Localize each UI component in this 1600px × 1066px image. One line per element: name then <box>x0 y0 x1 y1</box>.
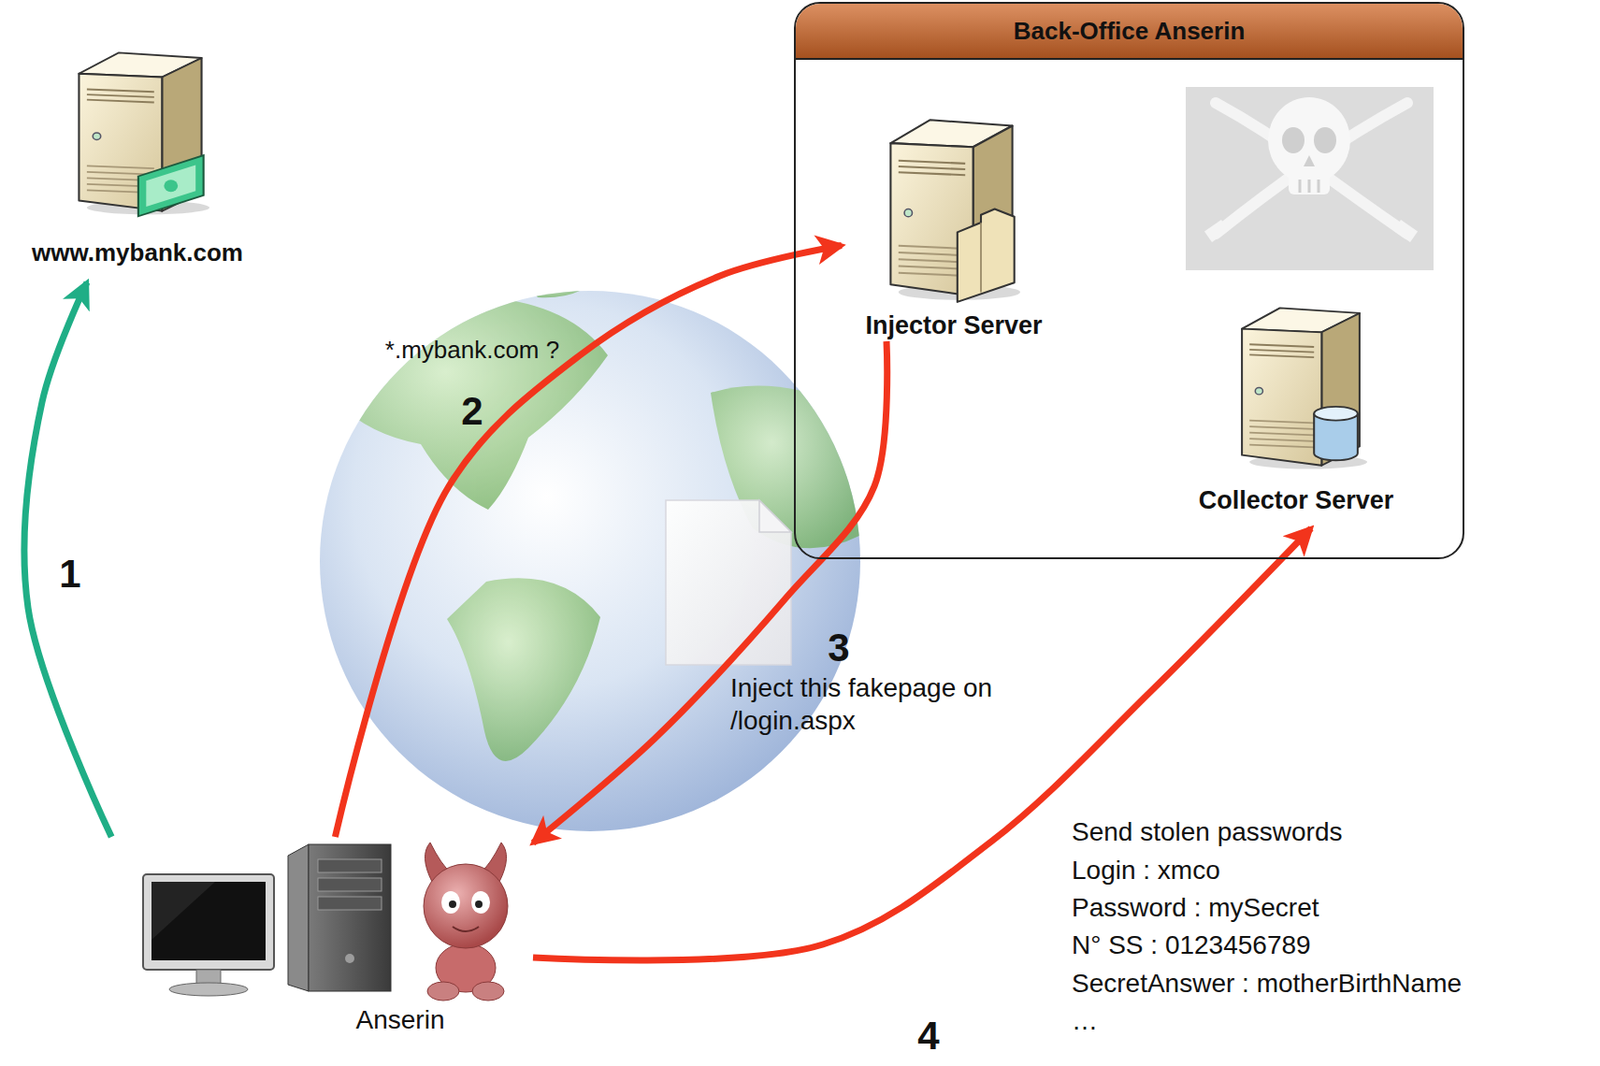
flow-arrow <box>533 341 888 843</box>
group-title: Back-Office Anserin <box>795 3 1463 60</box>
inject-note: Inject this fakepage on /login.aspx <box>730 671 1004 737</box>
stolen-data-line: Send stolen passwords <box>1071 815 1343 849</box>
callout-number: 4 <box>917 1013 939 1059</box>
bank-server: www.mybank.com <box>0 37 281 283</box>
collector-server: Collector Server <box>1187 294 1413 529</box>
callout-number: 2 <box>461 389 483 434</box>
flow-arrow <box>334 245 842 838</box>
pirate-flag <box>1185 86 1434 271</box>
document-icon <box>665 500 792 665</box>
injector-server: Injector Server <box>841 107 1067 342</box>
node-label: Anserin <box>356 1005 446 1036</box>
client-illustration <box>102 836 534 1038</box>
back-office-group: Back-Office AnserinInjector ServerCollec… <box>793 1 1465 560</box>
node-label: www.mybank.com <box>31 238 244 268</box>
stolen-data-line: SecretAnswer : motherBirthName <box>1071 966 1462 1000</box>
callout-number: 1 <box>58 551 81 597</box>
callout-number: 3 <box>827 625 850 671</box>
stolen-data-line: Login : xmco <box>1071 853 1221 887</box>
server-icon <box>71 45 210 220</box>
node-label: Injector Server <box>864 311 1042 341</box>
stolen-data-line: Password : mySecret <box>1071 891 1320 924</box>
flow-arrow <box>533 528 1312 961</box>
stolen-data-line: … <box>1071 1004 1098 1038</box>
server-icon <box>882 112 1021 306</box>
query-note: *.mybank.com ? <box>385 334 560 366</box>
globe <box>319 276 865 832</box>
flow-arrow <box>24 282 112 837</box>
node-label: Collector Server <box>1198 486 1395 516</box>
server-icon <box>1234 301 1368 475</box>
client-machine: Anserin <box>102 836 534 1038</box>
stolen-data-line: N° SS : 0123456789 <box>1071 928 1312 962</box>
